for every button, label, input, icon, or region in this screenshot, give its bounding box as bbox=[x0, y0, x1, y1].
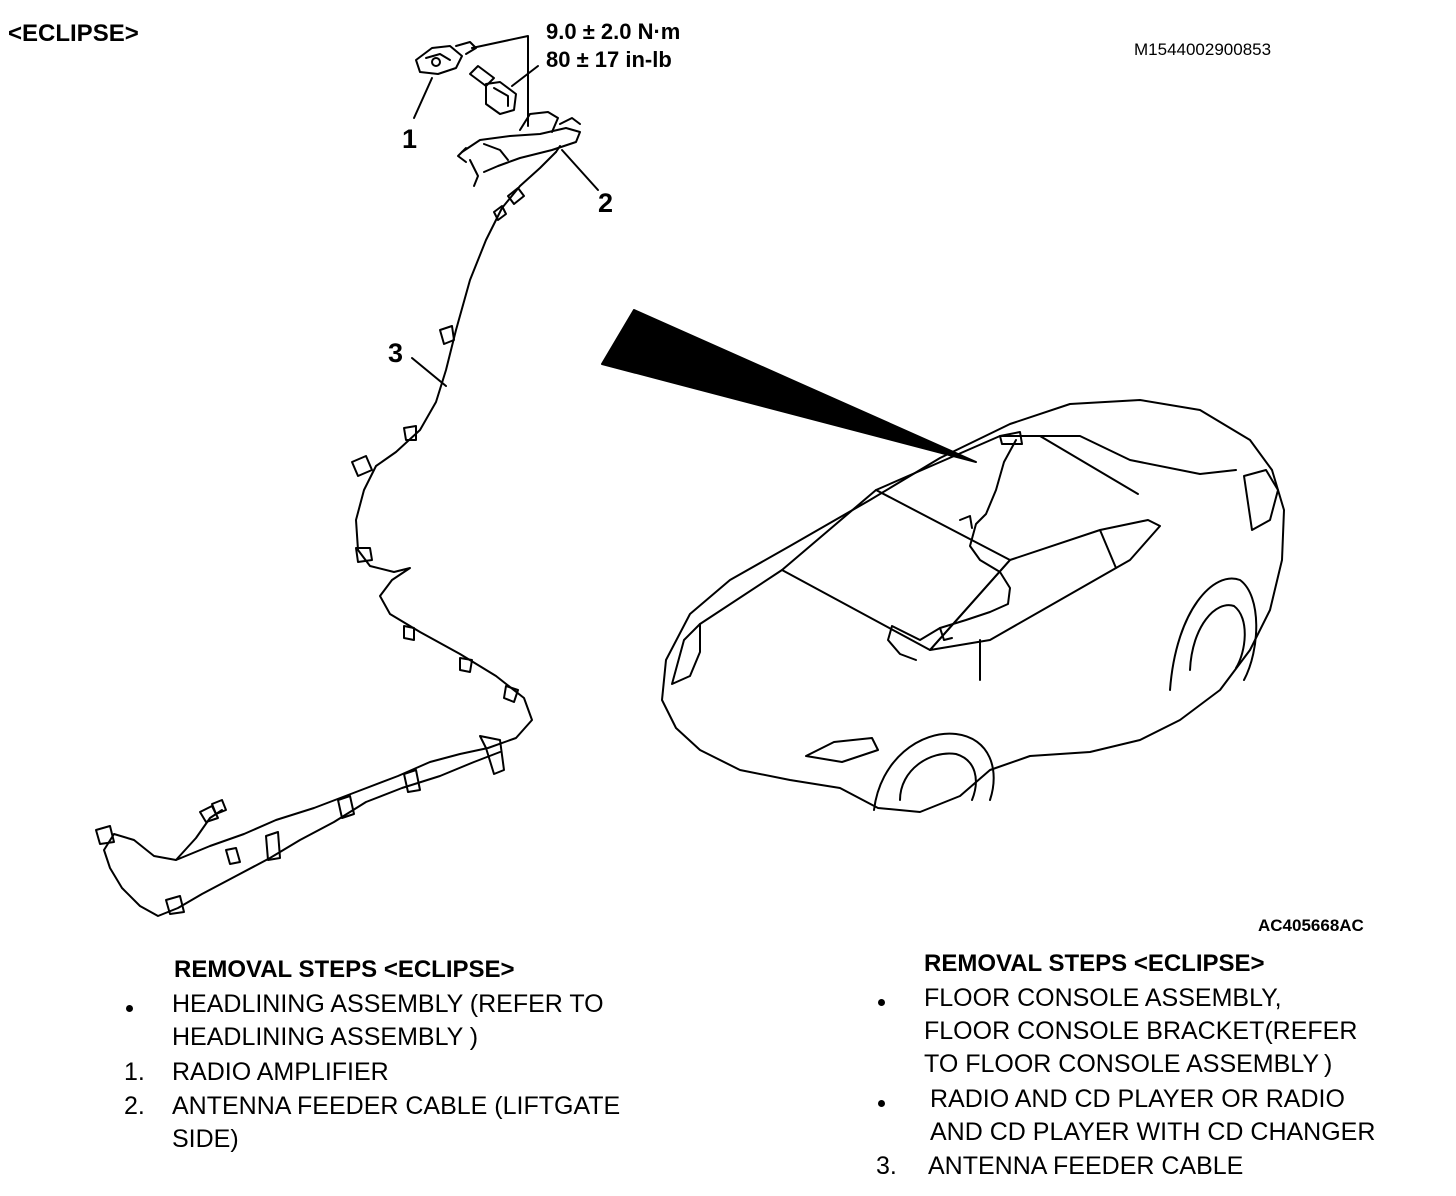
torque-metric: 9.0 ± 2.0 N·m bbox=[546, 19, 681, 44]
step-marker bbox=[876, 1083, 916, 1116]
torque-spec: 9.0 ± 2.0 N·m 80 ± 17 in-lb bbox=[546, 18, 680, 74]
step-item: RADIO AND CD PLAYER OR RADIO AND CD PLAY… bbox=[876, 1083, 1446, 1149]
step-line: SIDE) bbox=[172, 1125, 239, 1153]
callout-3: 3 bbox=[388, 338, 404, 368]
model-tag: <ECLIPSE> bbox=[8, 20, 139, 47]
torque-imperial: 80 ± 17 in-lb bbox=[546, 47, 672, 72]
step-line: HEADLINING ASSEMBLY ) bbox=[172, 1023, 479, 1051]
step-line: FLOOR CONSOLE ASSEMBLY, bbox=[924, 984, 1282, 1012]
step-marker: 3. bbox=[876, 1152, 897, 1180]
figure-code: AC405668AC bbox=[1258, 916, 1364, 935]
step-line: TO FLOOR CONSOLE ASSEMBLY ) bbox=[924, 1050, 1333, 1078]
removal-steps-title: REMOVAL STEPS <ECLIPSE> bbox=[174, 956, 515, 983]
callout-1: 1 bbox=[402, 124, 418, 154]
bullet-icon bbox=[878, 999, 885, 1006]
step-line: ANTENNA FEEDER CABLE (LIFTGATE bbox=[172, 1092, 621, 1120]
step-line: ANTENNA FEEDER CABLE bbox=[928, 1152, 1244, 1180]
removal-steps-left: REMOVAL STEPS <ECLIPSE> HEADLINING ASSEM… bbox=[124, 956, 724, 1176]
bullet-icon bbox=[126, 1005, 133, 1012]
antenna-feeder-cable-liftgate-part bbox=[457, 111, 581, 187]
step-marker bbox=[124, 988, 164, 1021]
step-marker bbox=[876, 982, 916, 1015]
step-item: HEADLINING ASSEMBLY (REFER TO HEADLINING… bbox=[124, 988, 724, 1054]
step-line: RADIO AND CD PLAYER OR RADIO bbox=[930, 1085, 1345, 1113]
step-line: FLOOR CONSOLE BRACKET(REFER bbox=[924, 1017, 1358, 1045]
removal-steps-title: REMOVAL STEPS <ECLIPSE> bbox=[924, 950, 1265, 977]
step-line: HEADLINING ASSEMBLY (REFER TO bbox=[172, 990, 604, 1018]
removal-steps-right: REMOVAL STEPS <ECLIPSE> FLOOR CONSOLE AS… bbox=[876, 950, 1446, 1190]
step-line: AND CD PLAYER WITH CD CHANGER bbox=[930, 1118, 1376, 1146]
step-item: FLOOR CONSOLE ASSEMBLY, FLOOR CONSOLE BR… bbox=[876, 982, 1446, 1081]
radio-amplifier-part bbox=[415, 41, 477, 75]
step-marker: 1. bbox=[124, 1058, 145, 1086]
callout-2: 2 bbox=[598, 188, 614, 218]
vehicle-outline bbox=[661, 399, 1285, 813]
step-line: RADIO AMPLIFIER bbox=[172, 1058, 389, 1086]
step-item: 2. ANTENNA FEEDER CABLE (LIFTGATE SIDE) bbox=[124, 1090, 724, 1156]
pointer-wedge bbox=[601, 309, 977, 463]
document-code: M1544002900853 bbox=[1134, 40, 1272, 59]
step-marker: 2. bbox=[124, 1092, 145, 1120]
antenna-feeder-cable-route bbox=[103, 151, 557, 917]
bolt-part bbox=[469, 65, 517, 115]
step-item: 1. RADIO AMPLIFIER bbox=[124, 1056, 724, 1089]
step-item: 3. ANTENNA FEEDER CABLE bbox=[876, 1150, 1446, 1183]
bullet-icon bbox=[878, 1100, 885, 1107]
